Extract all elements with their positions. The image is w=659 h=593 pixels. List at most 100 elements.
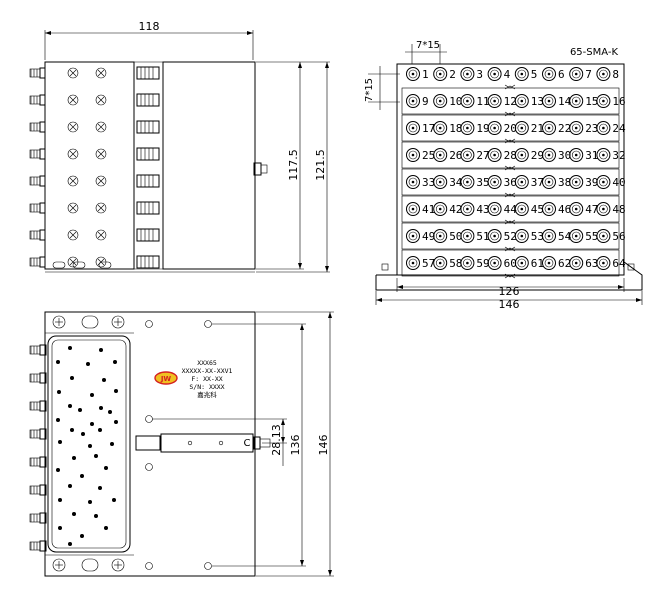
tuning-screw-dot [58,498,62,502]
port-number: 35 [476,176,489,189]
side-sma-connector [29,484,47,496]
sma-port: 7 [569,67,592,81]
label-line-1: XXX65 [197,359,217,367]
tuning-screw-dot [94,454,98,458]
tuning-screw-dot [68,404,72,408]
port-number: 62 [558,257,571,270]
sma-port: 24 [596,121,626,135]
tuning-screw-dot [102,378,106,382]
common-port-label: C [244,438,251,449]
port-number: 44 [504,203,518,216]
port-row-band [401,87,620,115]
tuning-screw-dot [68,542,72,546]
tuning-screw-dot [114,420,118,424]
sma-port: 62 [542,256,571,270]
common-port-assembly: C [135,433,271,453]
port-number: 7 [585,68,592,81]
sma-port: 35 [460,175,490,189]
body-screw [95,229,107,241]
port-number: 23 [585,122,598,135]
left-sma-connector [29,148,46,160]
sma-port: 29 [514,148,544,162]
port-number: 43 [476,203,489,216]
svg-text:JW: JW [160,375,172,383]
port-number: 60 [504,257,517,270]
label-line-5: 嘉兆科 [197,390,217,399]
tuning-screw-dot [58,440,62,444]
sma-port: 56 [596,229,626,243]
port-number: 47 [585,203,598,216]
port-number: 12 [504,95,517,108]
sma-port: 50 [433,229,462,243]
tuning-screw-dot [98,486,102,490]
tuning-screw-dot [56,418,60,422]
body-screw [95,67,107,79]
sma-port: 34 [433,175,463,189]
port-number: 58 [449,257,462,270]
middle-sma-connector [136,174,160,188]
company-logo: JW [154,371,178,385]
tuning-screw-dot [68,346,72,350]
tuning-screw-dot [78,408,82,412]
sma-port: 4 [487,67,511,81]
tuning-screw-dot [70,428,74,432]
tuning-screw-dot [99,406,103,410]
sma-port: 23 [569,121,598,135]
spacing-vertical-label: 7*15 [364,78,375,102]
port-number: 9 [422,95,429,108]
sma-port: 60 [487,256,517,270]
tuning-screw-dot [72,456,76,460]
tuning-screw-dot [90,393,94,397]
sma-port: 31 [569,148,598,162]
side-sma-connector [29,344,47,356]
sma-port: 54 [542,229,572,243]
sma-port: 3 [460,67,483,81]
middle-sma-connector [136,201,160,215]
port-number: 59 [476,257,489,270]
sma-port: 25 [406,148,435,162]
sma-port: 13 [514,94,544,108]
sma-port: 40 [596,175,626,189]
sma-port: 12 [487,94,517,108]
tuning-screw-dot [80,534,84,538]
tuning-screw-dot [108,410,112,414]
tuning-screw-dot [110,442,114,446]
dim-offset-28-13: 28.13 [270,424,283,456]
port-number: 13 [531,95,544,108]
side-sma-connector [29,512,47,524]
port-number: 52 [504,230,517,243]
sma-port: 58 [433,256,462,270]
port-row-band [401,222,620,250]
row-separator-mark [504,273,516,279]
port-number: 15 [585,95,598,108]
sma-port: 27 [460,148,490,162]
port-number: 1 [422,68,429,81]
sma-port: 10 [433,94,462,108]
tuning-screw-dot [104,526,108,530]
port-number: 53 [531,230,544,243]
tuning-screw-dot [72,512,76,516]
port-row-band [401,249,620,277]
tuning-screw-dot [90,422,94,426]
port-number: 31 [585,149,598,162]
tuning-screw-dot [88,444,92,448]
port-number: 51 [476,230,489,243]
sma-port: 18 [433,121,462,135]
port-number: 29 [531,149,544,162]
foot [72,261,86,269]
sma-port: 43 [460,202,490,216]
body-screw [95,202,107,214]
tuning-screw-dot [81,432,85,436]
port-number: 14 [558,95,572,108]
tuning-screw-dot [56,360,60,364]
tuning-screw-dot [98,428,102,432]
left-sma-connector [29,94,46,106]
port-number: 16 [612,95,625,108]
label-line-3: F: XX-XX [191,375,222,383]
tuning-screw-dot [104,466,108,470]
sma-port: 14 [542,94,572,108]
port-number: 25 [422,149,435,162]
port-number: 26 [449,149,462,162]
sma-port: 2 [433,67,456,81]
